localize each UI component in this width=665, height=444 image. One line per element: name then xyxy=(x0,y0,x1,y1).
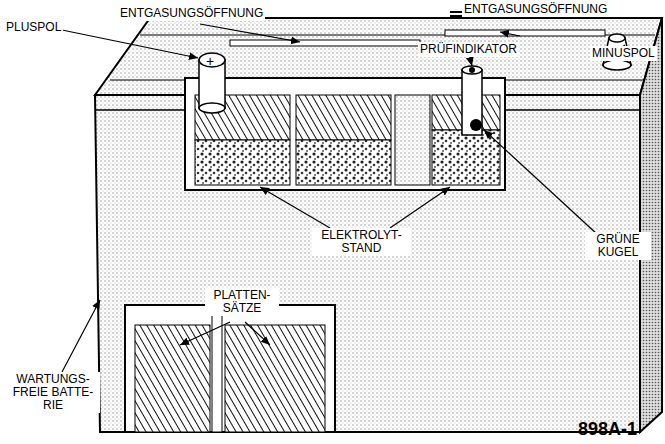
part-label: MINUSPOL xyxy=(590,46,657,61)
part-label: ENTGASUNGSÖFFNUNG xyxy=(118,6,265,21)
part-label: WARTUNGS- FREIE BATTE- RIE xyxy=(6,372,100,413)
plate-set xyxy=(225,325,325,432)
polarity-symbol: + xyxy=(204,52,216,70)
part-label: ENTGASUNGSÖFFNUNG xyxy=(462,2,609,17)
leader-line xyxy=(200,24,300,42)
terminal-base xyxy=(199,103,225,113)
figure-number: 898A-1 xyxy=(576,418,639,440)
part-label: PRÜFINDIKATOR xyxy=(418,42,519,57)
plate-set xyxy=(135,325,210,432)
green-ball xyxy=(470,119,482,131)
electrolyte xyxy=(432,130,500,185)
indicator-cap xyxy=(462,66,482,74)
terminal-top xyxy=(609,34,625,42)
cell-plates xyxy=(296,95,391,140)
indicator-eye xyxy=(469,67,475,73)
electrolyte xyxy=(296,140,391,185)
cell-wall xyxy=(395,95,430,185)
leader-line xyxy=(180,322,230,345)
leader-line xyxy=(260,187,330,228)
cutaway xyxy=(185,78,505,190)
part-label: GRÜNE KUGEL xyxy=(585,232,651,260)
cell-divider xyxy=(212,315,222,432)
terminal-base xyxy=(603,60,631,70)
leader-line xyxy=(500,32,520,36)
electrolyte xyxy=(195,140,290,185)
part-label: PLUSPOL xyxy=(4,20,63,35)
part-label: PLATTEN- SÄTZE xyxy=(205,288,279,316)
leader-line xyxy=(245,322,270,345)
plate-cutaway xyxy=(125,305,335,432)
battery-front xyxy=(95,95,640,432)
leader-line xyxy=(62,300,100,372)
vent-strip xyxy=(230,40,420,46)
leader-line xyxy=(62,30,198,58)
leader-line xyxy=(470,58,472,66)
leader-line xyxy=(390,187,450,228)
indicator-column xyxy=(462,70,482,135)
part-label: ELEKTROLYT- STAND xyxy=(312,228,411,256)
vent-strip xyxy=(445,30,605,36)
leader-line xyxy=(484,130,598,235)
